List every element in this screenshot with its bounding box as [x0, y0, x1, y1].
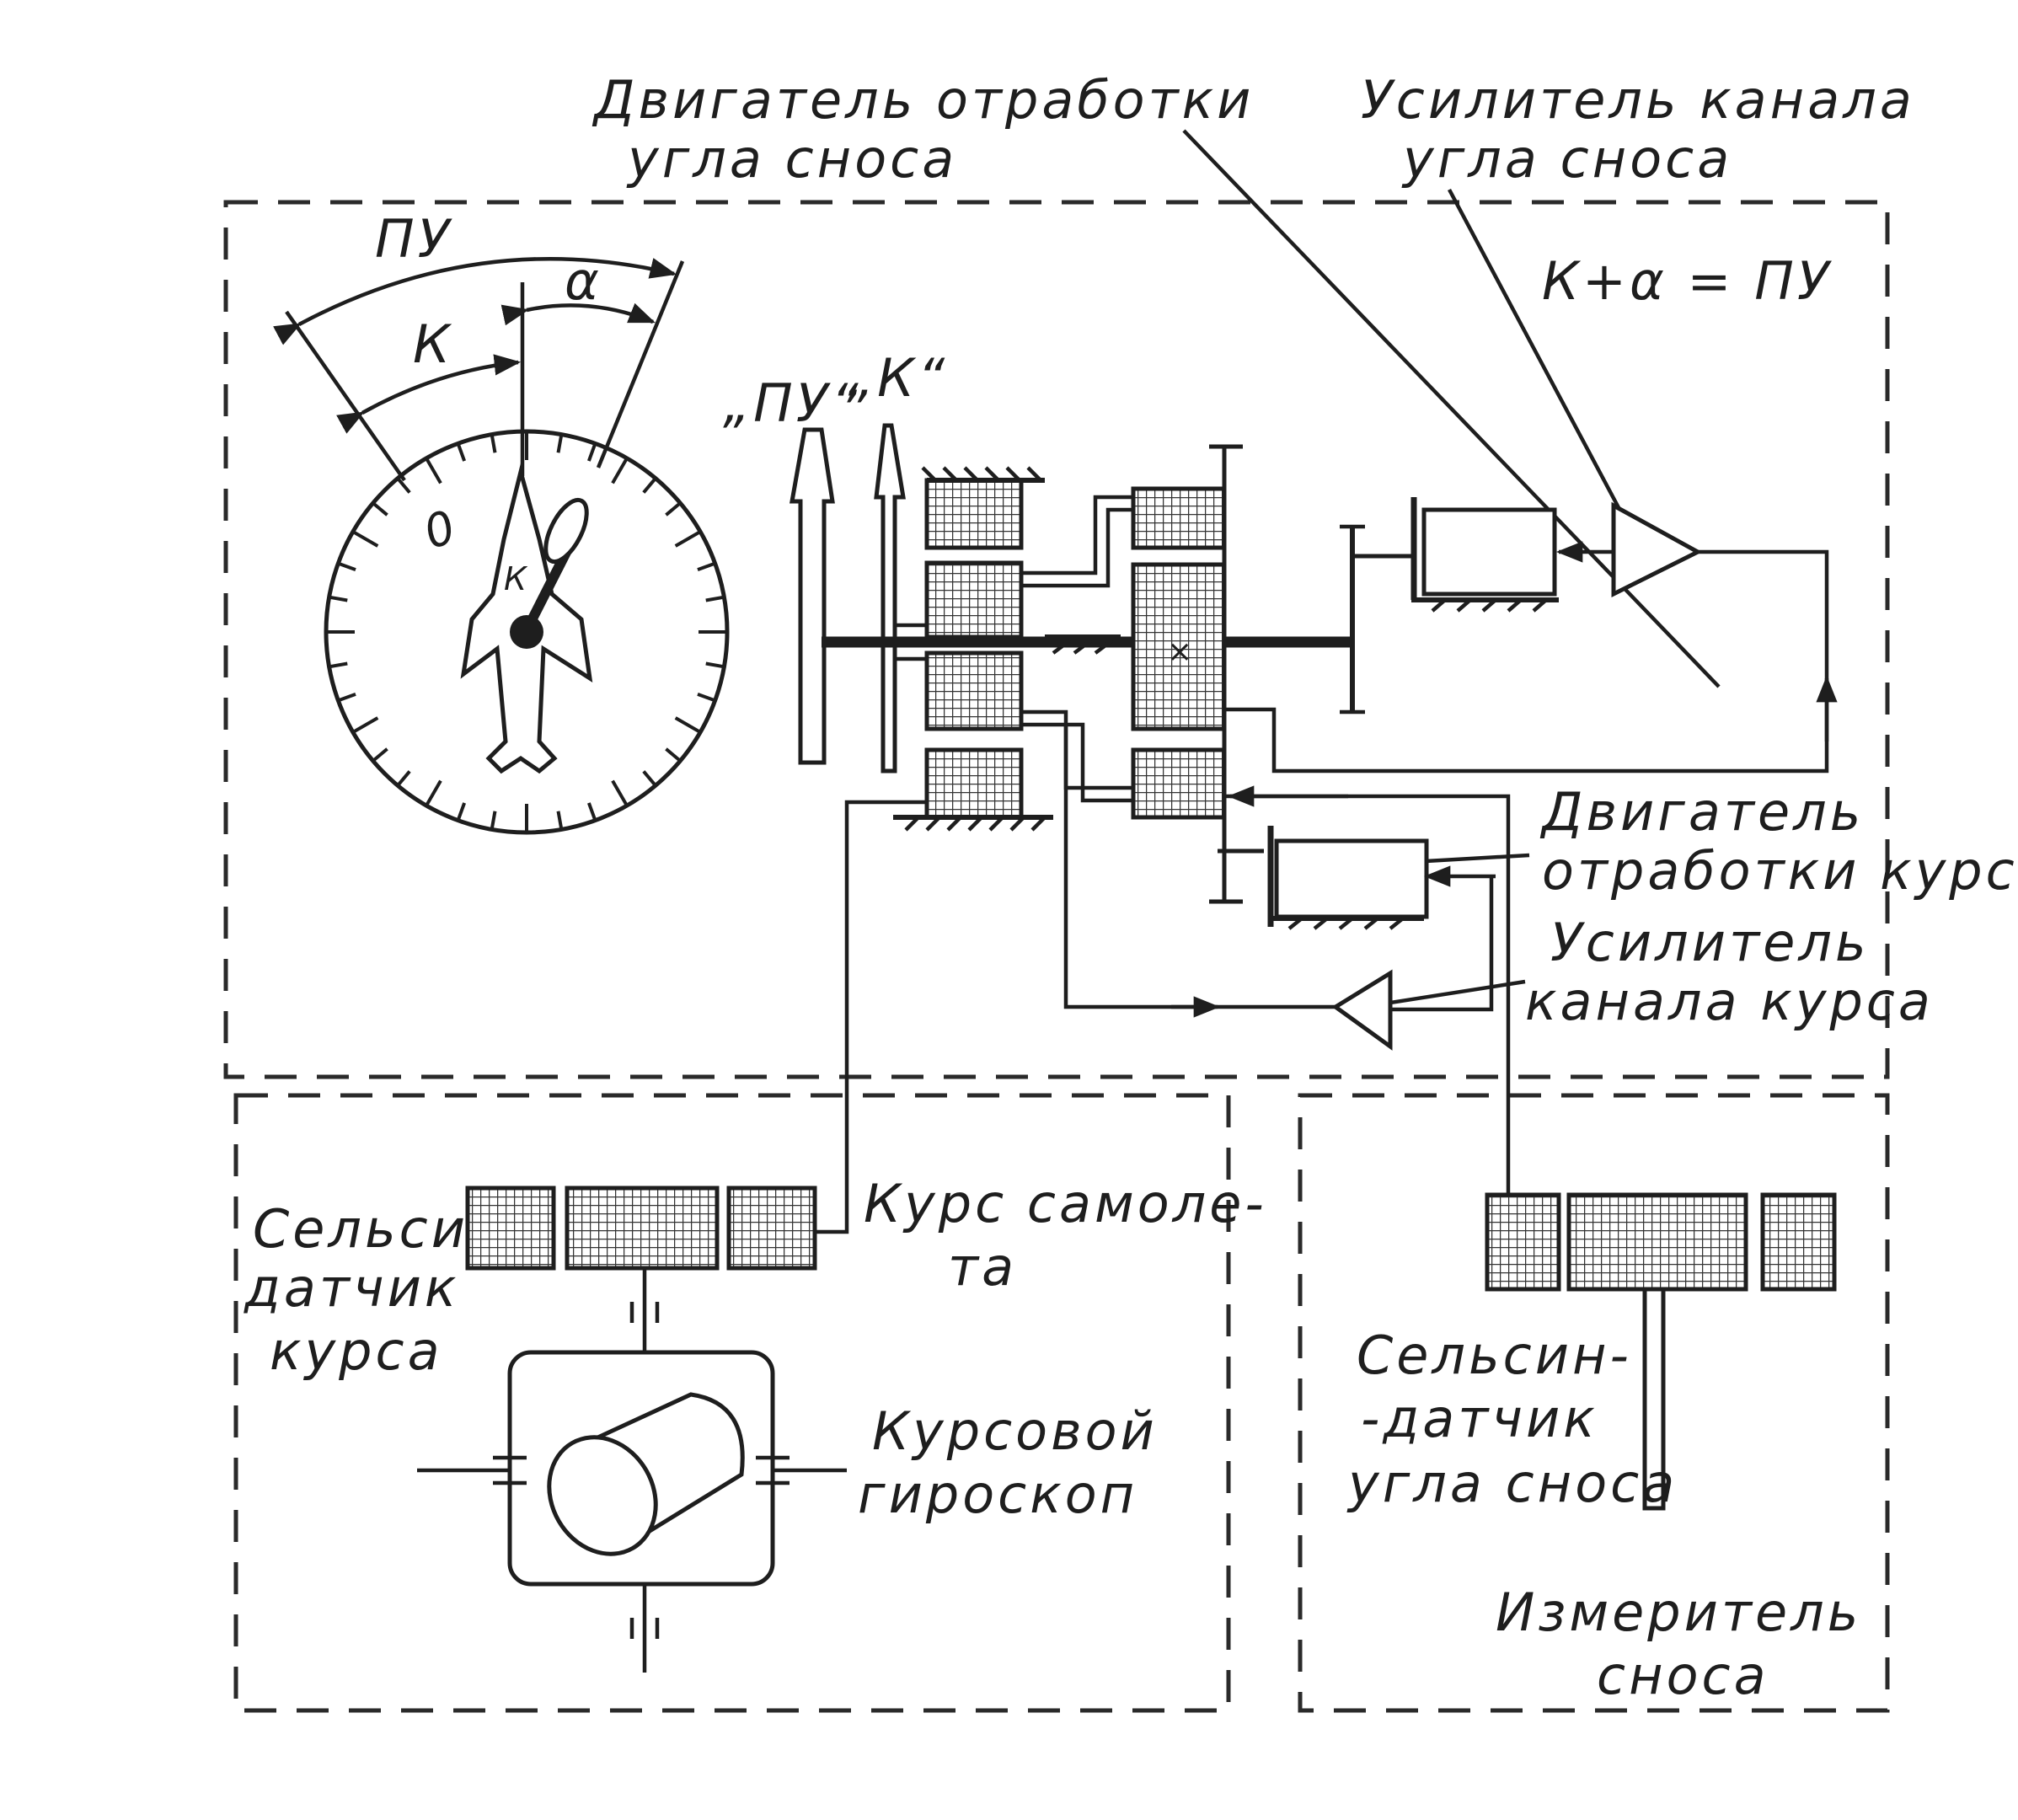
dial-tick	[705, 661, 725, 669]
dial-tick	[490, 811, 497, 830]
output-k-label: „К“	[847, 347, 948, 409]
dial-tick	[665, 747, 682, 763]
dial-zero-label: 0	[417, 500, 463, 559]
dial-tick	[674, 716, 702, 734]
course-motor	[1274, 838, 1429, 919]
course-system-border	[233, 1093, 1231, 1713]
course-amp-label-2: канала курса	[1525, 971, 1934, 1032]
course-amp-label: Усилитель	[1550, 912, 1870, 973]
dial-tick	[490, 434, 497, 453]
dial-tick	[642, 477, 657, 494]
dial-tick	[611, 457, 629, 484]
course-motor-label-2: отработки курса	[1542, 840, 2018, 902]
dial-tick	[697, 692, 716, 703]
output-pu-label: „ПУ“	[723, 372, 862, 434]
gyro-rotor	[547, 1392, 745, 1556]
svg-text:Курсовой: Курсовой	[872, 1400, 1158, 1462]
aircraft-k-label: К	[504, 560, 528, 597]
svg-text:сноса: сноса	[1597, 1645, 1769, 1706]
differential-block-1	[1131, 486, 1227, 550]
formula-label: К+α = ПУ	[1542, 250, 1833, 312]
dial-tick	[425, 457, 442, 484]
svg-text:Курс самоле-: Курс самоле-	[864, 1173, 1267, 1234]
svg-text:угла сноса: угла сноса	[626, 128, 957, 190]
svg-text:Измеритель: Измеритель	[1496, 1582, 1861, 1643]
dial-tick	[372, 501, 388, 517]
dial-tick	[372, 747, 388, 763]
differential-block-3	[1131, 747, 1227, 820]
drift-selsyn-block-1	[1485, 1192, 1561, 1292]
drift-meter-label: Измеритель сноса	[1496, 1582, 1861, 1706]
dial-tick	[351, 716, 379, 734]
dial-tick	[329, 595, 348, 602]
drift-motor-label: Двигатель отработки угла сноса	[591, 69, 1254, 190]
drift-amplifier-label: Усилитель канала угла сноса	[1361, 69, 1915, 190]
svg-text:датчик: датчик	[244, 1257, 459, 1319]
receiver-block-2	[924, 560, 1024, 640]
pu-label: ПУ	[375, 208, 453, 270]
dial-tick	[697, 561, 716, 572]
dial-tick	[556, 811, 564, 830]
svg-text:×: ×	[1167, 634, 1192, 669]
gyro-label: Курсовой гироскоп	[858, 1400, 1158, 1525]
svg-text:Двигатель отработки: Двигатель отработки	[591, 69, 1254, 131]
drift-selsyn-block-2	[1566, 1192, 1748, 1292]
course-selsyn-block-1	[465, 1186, 556, 1271]
dial-tick	[337, 561, 356, 572]
course-amplifier	[1331, 969, 1393, 1051]
svg-text:гироскоп: гироскоп	[858, 1464, 1137, 1525]
k-angle-arc	[336, 354, 522, 434]
course-selsyn-block-3	[726, 1186, 817, 1271]
dial-tick	[425, 779, 442, 807]
receiver-block-4	[924, 747, 1024, 820]
drift-angle-motor	[1421, 507, 1557, 597]
aircraft-icon	[460, 463, 593, 774]
k-label: К	[413, 313, 453, 375]
dial-tick	[396, 477, 411, 494]
dial-tick	[674, 530, 702, 548]
receiver-block-3	[924, 650, 1024, 731]
course-motor-label: Двигатель	[1539, 781, 1864, 843]
alpha-angle-arc	[500, 302, 656, 326]
svg-text:угла сноса: угла сноса	[1346, 1453, 1678, 1514]
indicator-unit-border	[223, 200, 1890, 1079]
k-output-arrow	[874, 423, 906, 774]
svg-text:курса: курса	[270, 1320, 443, 1382]
dial-tick	[396, 770, 411, 787]
differential-block-2	[1131, 562, 1227, 731]
dial-tick	[586, 802, 597, 822]
drift-selsyn-label: Сельсин- -датчик угла сноса	[1346, 1325, 1678, 1514]
dial-tick	[456, 442, 467, 462]
drift-sensor-stem	[1642, 1287, 1666, 1511]
drift-selsyn-block-3	[1760, 1192, 1837, 1292]
dial-tick	[456, 802, 467, 822]
dial-tick	[337, 692, 356, 703]
course-selsyn-block-2	[565, 1186, 720, 1271]
dial-tick	[586, 442, 597, 462]
dial-tick	[329, 661, 348, 669]
dial-tick	[556, 434, 564, 453]
svg-text:та: та	[948, 1236, 1017, 1298]
svg-text:угла сноса: угла сноса	[1401, 128, 1732, 190]
gyro-frame	[507, 1350, 775, 1587]
compass-dial: 0	[324, 429, 730, 835]
pu-output-arrow	[790, 427, 835, 765]
dial-tick	[351, 530, 379, 548]
pu-angle-arc	[273, 256, 677, 345]
svg-text:Усилитель канала: Усилитель канала	[1361, 69, 1915, 131]
svg-text:-датчик: -датчик	[1361, 1388, 1598, 1449]
alpha-label: α	[565, 250, 602, 312]
drift-meter-border	[1298, 1093, 1890, 1713]
receiver-block-1	[924, 478, 1024, 550]
svg-text:Сельсин-: Сельсин-	[1357, 1325, 1632, 1386]
dial-tick	[665, 501, 682, 517]
drift-amplifier	[1611, 501, 1703, 598]
dial-tick	[705, 595, 725, 602]
aircraft-course-label: Курс самоле- та	[864, 1173, 1267, 1298]
pointer-hub	[510, 615, 543, 649]
dial-tick	[642, 770, 657, 787]
dial-tick	[611, 779, 629, 807]
